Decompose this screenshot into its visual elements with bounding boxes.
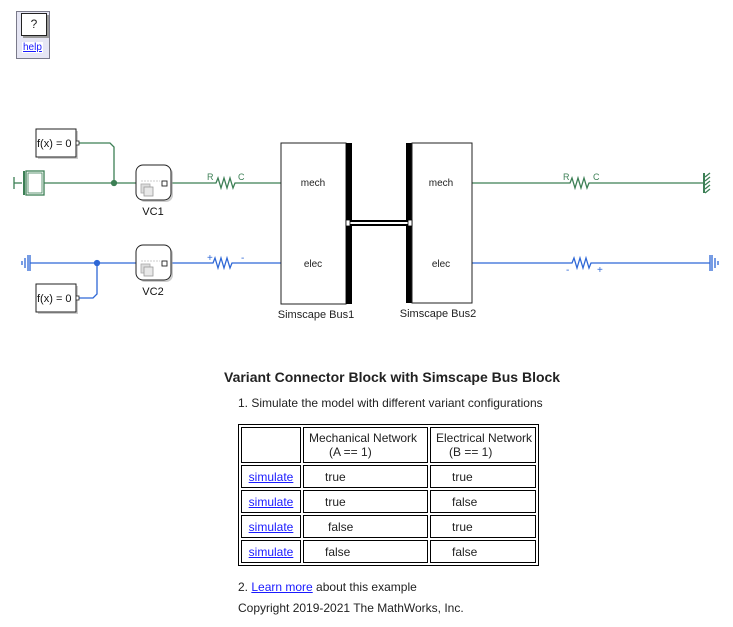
mech-value: false	[328, 519, 354, 534]
header-mechanical: Mechanical Network(A == 1)	[303, 427, 428, 463]
simscape-bus2[interactable]	[406, 142, 473, 304]
simscape-bus1[interactable]	[280, 142, 352, 305]
bus1-port-elec: elec	[304, 259, 322, 270]
bus-connection[interactable]	[345, 219, 413, 227]
step2-text: 2. Learn more about this example	[238, 580, 417, 594]
mech-value: true	[325, 494, 346, 509]
constraint-block-bottom[interactable]	[35, 283, 80, 314]
simulate-link-3[interactable]: simulate	[248, 519, 294, 534]
mech-reference-icon[interactable]	[13, 170, 45, 196]
bus1-label: Simscape Bus1	[278, 309, 354, 321]
bus2-port-mech: mech	[429, 178, 453, 189]
mech-resistor-left-c-label: C	[238, 172, 245, 182]
vc2-label: VC2	[142, 286, 163, 298]
step2-prefix: 2.	[238, 580, 252, 594]
help-question-icon[interactable]: ?	[21, 13, 47, 36]
table-row: simulate false true	[241, 515, 536, 538]
mechanical-network	[13, 142, 711, 196]
elec-constraint-wire	[77, 263, 98, 299]
elec-resistor-left-plus-label: +	[207, 253, 213, 264]
mech-resistor-right-r-label: R	[563, 172, 570, 182]
constraint-block-top[interactable]	[35, 128, 80, 159]
elec-resistor-left-icon[interactable]	[210, 255, 282, 271]
variant-connector-vc1[interactable]	[135, 164, 173, 202]
help-block[interactable]: ? help	[16, 11, 50, 59]
elec-resistor-right-minus-label: -	[566, 265, 569, 276]
elec-ground-right-icon[interactable]	[709, 255, 719, 271]
vc1-label: VC1	[142, 206, 163, 218]
table-row: simulate true true	[241, 465, 536, 488]
variant-connector-vc2[interactable]	[135, 244, 173, 282]
simulink-diagram: R C R C + - - + f(x) = 0	[13, 128, 719, 321]
table-row: simulate false false	[241, 540, 536, 563]
mech-ground-icon[interactable]	[703, 172, 711, 194]
simulate-link-2[interactable]: simulate	[248, 494, 294, 509]
mech-value: false	[325, 544, 351, 559]
header-mech-condition: (A == 1)	[329, 445, 372, 459]
doc-title: Variant Connector Block with Simscape Bu…	[224, 369, 561, 385]
elec-junction	[93, 259, 101, 267]
elec-resistor-right-plus-label: +	[597, 265, 603, 276]
learn-more-link[interactable]: Learn more	[251, 580, 313, 594]
step2-suffix: about this example	[312, 580, 417, 594]
mech-resistor-right-icon[interactable]	[566, 175, 704, 191]
table-header-row: Mechanical Network(A == 1) Electrical Ne…	[241, 427, 536, 463]
mech-value: true	[325, 469, 346, 484]
help-link[interactable]: help	[22, 42, 43, 53]
mech-junction	[110, 179, 118, 187]
bus2-label: Simscape Bus2	[400, 308, 476, 320]
step1-text: 1. Simulate the model with different var…	[238, 396, 543, 410]
bus2-port-elec: elec	[432, 259, 450, 270]
mech-resistor-left-r-label: R	[207, 172, 214, 182]
simulate-link-4[interactable]: simulate	[248, 544, 294, 559]
simulate-link-1[interactable]: simulate	[248, 469, 294, 484]
copyright-text: Copyright 2019-2021 The MathWorks, Inc.	[238, 601, 464, 615]
elec-ground-left-icon[interactable]	[21, 255, 31, 271]
variant-config-table: Mechanical Network(A == 1) Electrical Ne…	[238, 424, 539, 566]
elec-resistor-left-minus-label: -	[241, 253, 244, 264]
elec-value: true	[452, 469, 473, 484]
constraint-top-label: f(x) = 0	[37, 138, 72, 150]
elec-resistor-right-icon[interactable]	[568, 255, 710, 271]
header-cell-empty	[241, 427, 301, 463]
electrical-network	[21, 255, 719, 299]
header-elec-condition: (B == 1)	[449, 445, 493, 459]
bus1-port-mech: mech	[301, 178, 325, 189]
elec-value: false	[452, 494, 478, 509]
constraint-bottom-label: f(x) = 0	[37, 293, 72, 305]
header-electrical: Electrical Network(B == 1)	[430, 427, 536, 463]
header-mech-title: Mechanical Network	[309, 431, 418, 445]
table-row: simulate true false	[241, 490, 536, 513]
header-elec-title: Electrical Network	[436, 431, 533, 445]
mech-resistor-right-c-label: C	[593, 172, 600, 182]
elec-value: true	[452, 519, 473, 534]
mech-resistor-left-icon[interactable]	[210, 175, 282, 191]
elec-value: false	[452, 544, 478, 559]
mech-constraint-wire	[77, 142, 115, 183]
